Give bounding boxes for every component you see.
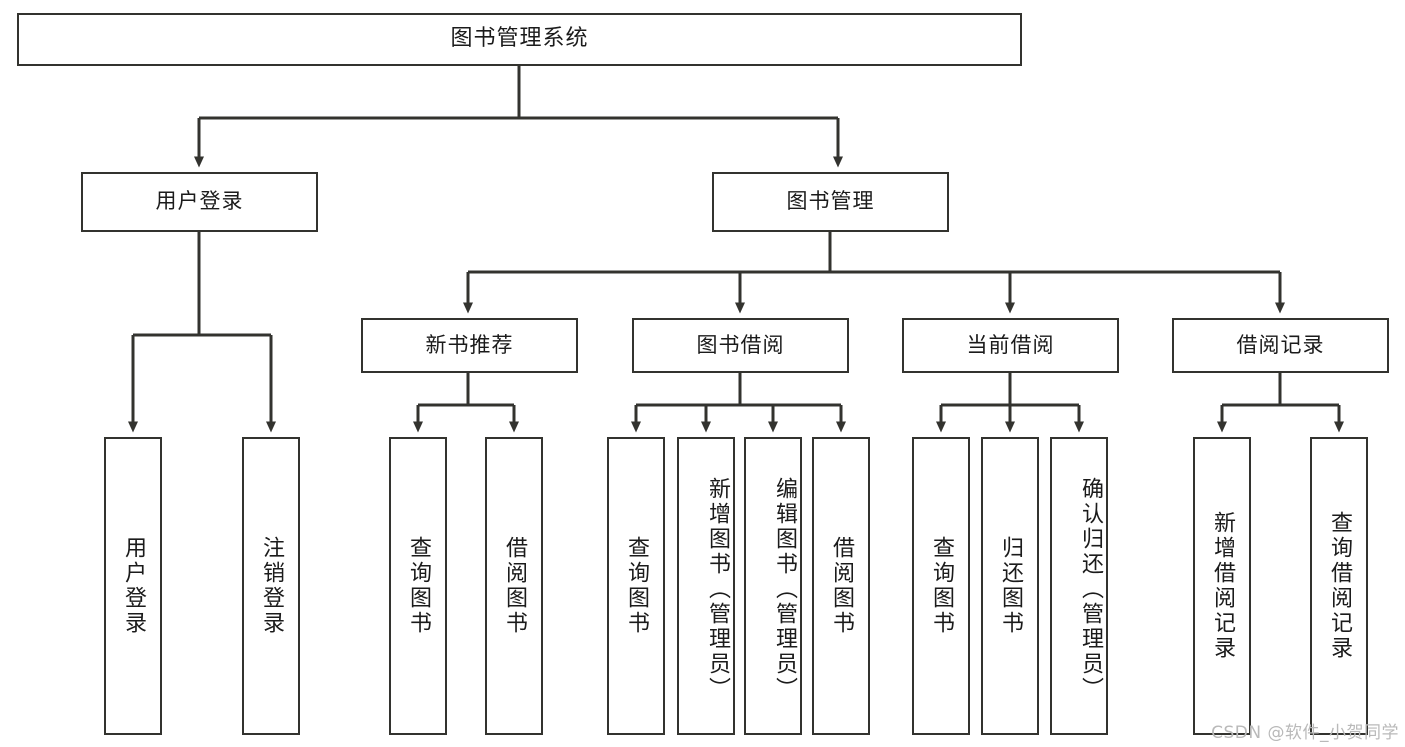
watermark-credit: CSDN @软件_小贺同学 xyxy=(1211,723,1399,743)
leaf-newbook-query-book[interactable]: 查询图书 xyxy=(389,437,447,735)
leaf-bookborrow-edit-book-admin[interactable]: 编辑图书（管理员） xyxy=(744,437,802,735)
connector-currentborrow-to-leaves xyxy=(936,373,1084,433)
node-book-management[interactable]: 图书管理 xyxy=(712,172,949,232)
connector-bookborrow-to-leaves xyxy=(631,373,846,433)
leaf-bookborrow-query-book[interactable]: 查询图书 xyxy=(607,437,665,735)
node-new-book-recommend[interactable]: 新书推荐 xyxy=(361,318,578,373)
leaf-newbook-borrow-book[interactable]: 借阅图书 xyxy=(485,437,543,735)
leaf-currentborrow-query-book[interactable]: 查询图书 xyxy=(912,437,970,735)
leaf-borrowrecord-query-record[interactable]: 查询借阅记录 xyxy=(1310,437,1368,735)
leaf-borrowrecord-add-record[interactable]: 新增借阅记录 xyxy=(1193,437,1251,735)
connector-bookmgmt-to-level3 xyxy=(463,232,1285,314)
node-borrow-record[interactable]: 借阅记录 xyxy=(1172,318,1389,373)
connector-userlogin-to-leaves xyxy=(128,232,276,433)
connector-root-to-level2 xyxy=(194,66,843,168)
node-user-login[interactable]: 用户登录 xyxy=(81,172,318,232)
connector-newbook-to-leaves xyxy=(413,373,519,433)
leaf-user-login-logout[interactable]: 注销登录 xyxy=(242,437,300,735)
leaf-currentborrow-return-book[interactable]: 归还图书 xyxy=(981,437,1039,735)
node-book-borrow[interactable]: 图书借阅 xyxy=(632,318,849,373)
node-current-borrow[interactable]: 当前借阅 xyxy=(902,318,1119,373)
connector-borrowrecord-to-leaves xyxy=(1217,373,1344,433)
node-root-system[interactable]: 图书管理系统 xyxy=(17,13,1022,66)
leaf-bookborrow-borrow-book[interactable]: 借阅图书 xyxy=(812,437,870,735)
leaf-bookborrow-add-book-admin[interactable]: 新增图书（管理员） xyxy=(677,437,735,735)
leaf-user-login-login[interactable]: 用户登录 xyxy=(104,437,162,735)
leaf-currentborrow-confirm-return-admin[interactable]: 确认归还（管理员） xyxy=(1050,437,1108,735)
